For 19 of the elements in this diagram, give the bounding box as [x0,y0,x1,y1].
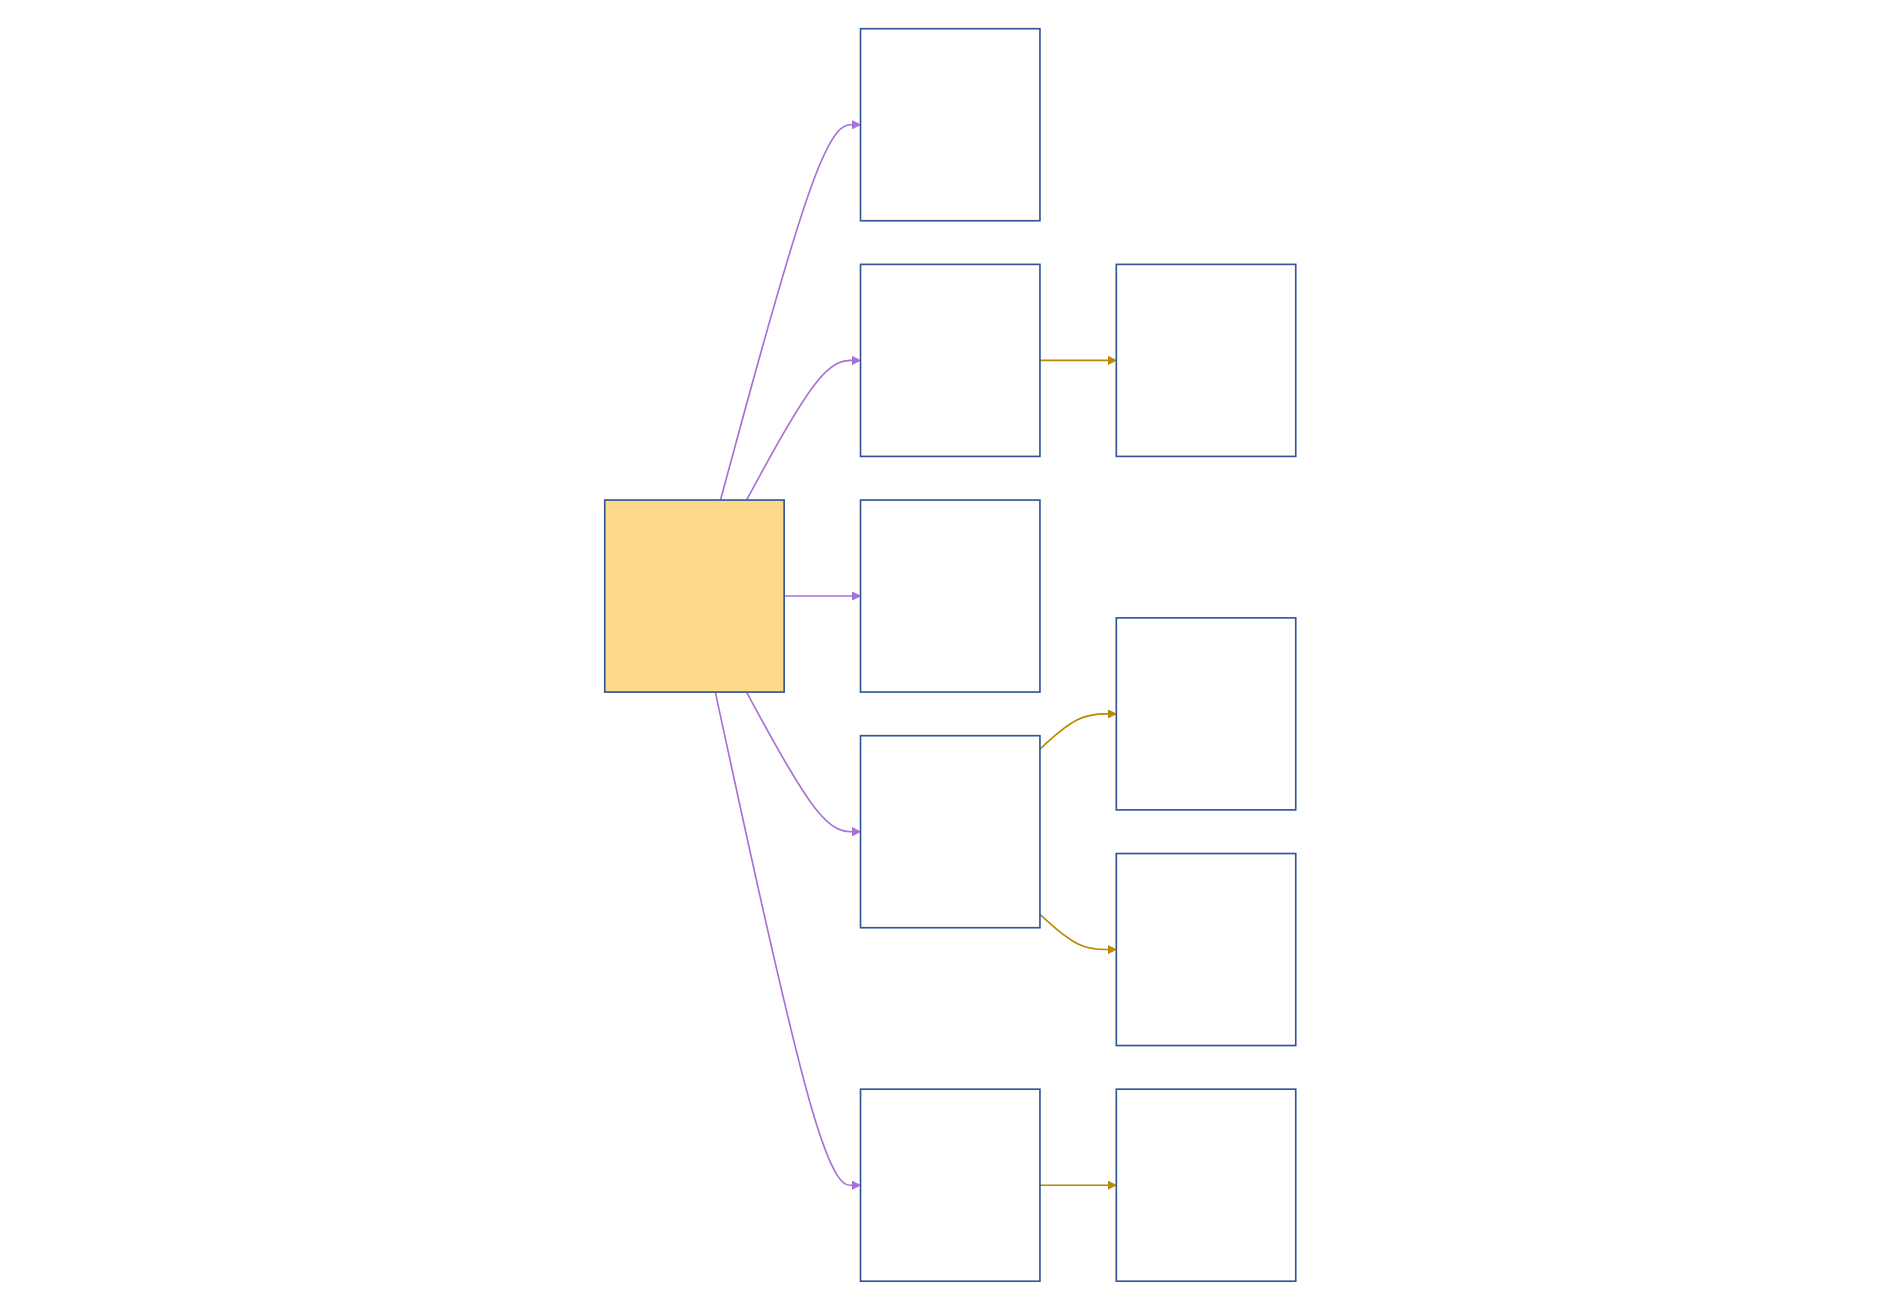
node-box [859,1088,1041,1283]
arrow [1038,913,1117,955]
node-box [859,27,1041,222]
arrow [745,355,861,501]
node-box [859,734,1041,929]
node-box [1115,852,1297,1047]
node-box [603,499,785,693]
node-box [1115,263,1297,458]
arrow [1038,1180,1117,1191]
arrow [719,119,861,501]
arrow [1038,709,1117,750]
node-box [859,499,1041,693]
arrow [783,591,861,601]
arrow [745,691,861,837]
arrow [714,691,861,1191]
arrow [1038,355,1117,366]
node-box [859,263,1041,458]
node-box [1115,617,1297,811]
node-box [1115,1088,1297,1283]
